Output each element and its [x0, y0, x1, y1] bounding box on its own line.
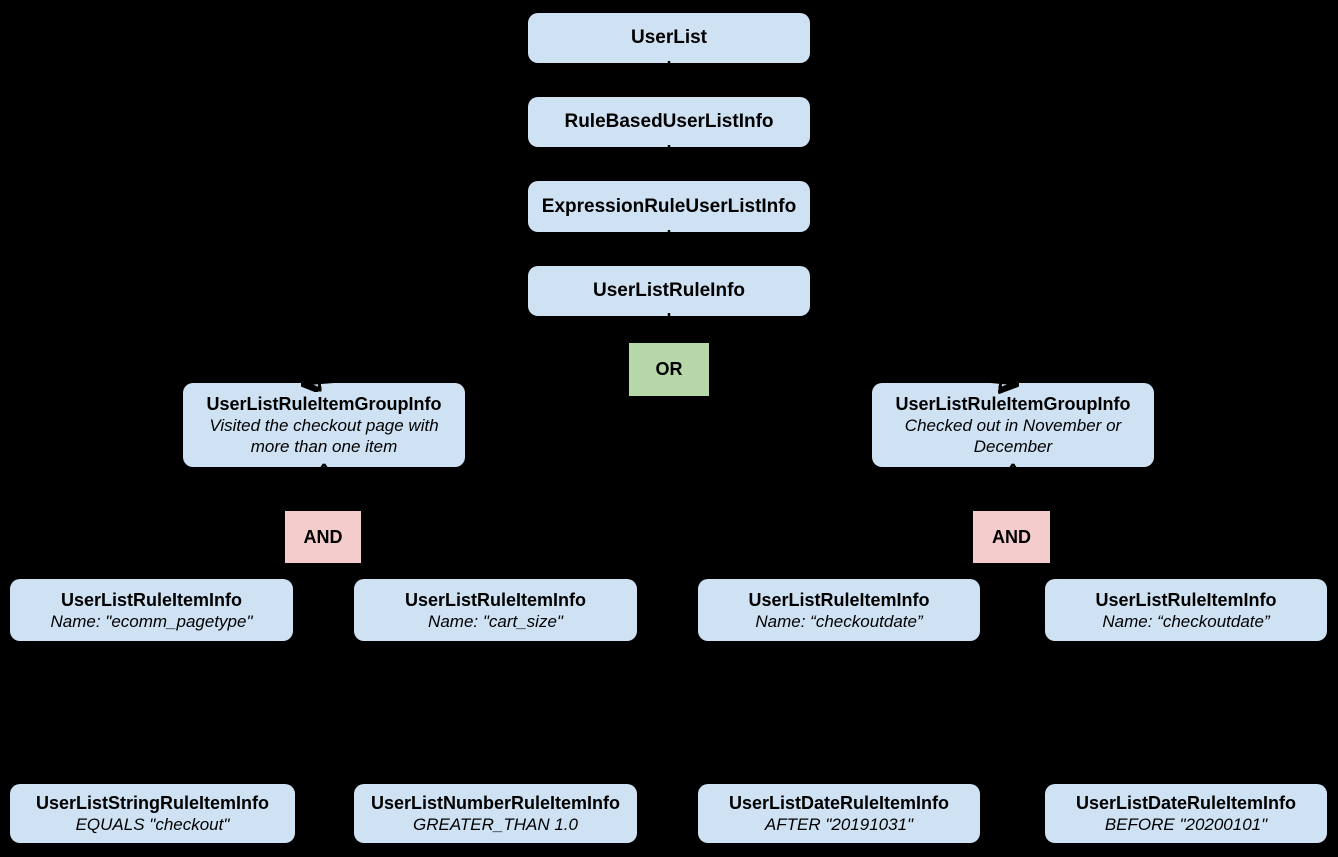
node-rulebaseduserlistinfo-label: RuleBasedUserListInfo [564, 111, 774, 132]
and-operator-left: AND [285, 511, 361, 563]
node-rule-item-cart-size: UserListRuleItemInfo Name: "cart_size" [354, 579, 637, 641]
node-rule-item-group-left-label: UserListRuleItemGroupInfo [206, 394, 442, 414]
node-rule-item-checkoutdate-left-label: UserListRuleItemInfo [748, 589, 930, 610]
node-userlist: UserList [528, 13, 810, 63]
node-date-rule-item-before-condition: BEFORE "20200101" [1104, 815, 1268, 834]
node-rule-item-checkoutdate-right: UserListRuleItemInfo Name: “checkoutdate… [1045, 579, 1327, 641]
node-rule-item-group-right-description: Checked out in November or December [904, 416, 1122, 456]
node-date-rule-item-before-label: UserListDateRuleItemInfo [1075, 793, 1297, 813]
node-rule-item-cart-size-name: Name: "cart_size" [428, 611, 563, 631]
node-rule-item-group-right: UserListRuleItemGroupInfo Checked out in… [872, 383, 1154, 467]
or-operator-label: OR [655, 359, 683, 379]
node-userlistruleinfo-label: UserListRuleInfo [592, 280, 746, 301]
node-date-rule-item-before: UserListDateRuleItemInfo BEFORE "2020010… [1045, 784, 1327, 843]
node-rule-item-ecomm-pagetype-label: UserListRuleItemInfo [60, 589, 243, 610]
node-rule-item-group-right-label: UserListRuleItemGroupInfo [895, 394, 1131, 414]
node-rule-item-group-left-description: Visited the checkout page with more than… [209, 416, 439, 456]
and-operator-left-label: AND [303, 526, 343, 547]
node-rule-item-checkoutdate-right-name: Name: “checkoutdate” [1102, 611, 1270, 631]
and-operator-right: AND [973, 511, 1050, 563]
node-expressionruleuserlistinfo: ExpressionRuleUserListInfo [528, 181, 810, 232]
node-userlistruleinfo: UserListRuleInfo [528, 266, 810, 316]
node-rule-item-checkoutdate-left-name: Name: “checkoutdate” [755, 611, 923, 631]
node-date-rule-item-after-label: UserListDateRuleItemInfo [728, 793, 950, 813]
node-rulebaseduserlistinfo: RuleBasedUserListInfo [528, 97, 810, 147]
node-rule-item-checkoutdate-left: UserListRuleItemInfo Name: “checkoutdate… [698, 579, 980, 641]
node-rule-item-ecomm-pagetype-name: Name: "ecomm_pagetype" [50, 611, 253, 631]
node-string-rule-item-condition: EQUALS "checkout" [75, 815, 230, 834]
node-rule-item-checkoutdate-right-label: UserListRuleItemInfo [1095, 589, 1277, 610]
node-number-rule-item-label: UserListNumberRuleItemInfo [370, 793, 621, 813]
node-string-rule-item-label: UserListStringRuleItemInfo [35, 793, 270, 813]
node-rule-item-cart-size-label: UserListRuleItemInfo [404, 589, 587, 610]
and-operator-right-label: AND [992, 526, 1031, 547]
node-rule-item-ecomm-pagetype: UserListRuleItemInfo Name: "ecomm_pagety… [10, 579, 293, 641]
node-number-rule-item-condition: GREATER_THAN 1.0 [412, 815, 578, 834]
node-rule-item-group-left: UserListRuleItemGroupInfo Visited the ch… [183, 383, 465, 467]
node-string-rule-item: UserListStringRuleItemInfo EQUALS "check… [10, 784, 295, 843]
node-userlist-label: UserList [630, 27, 708, 48]
or-operator: OR [629, 343, 709, 396]
node-number-rule-item: UserListNumberRuleItemInfo GREATER_THAN … [354, 784, 637, 843]
node-date-rule-item-after-condition: AFTER "20191031" [764, 815, 914, 834]
node-expressionruleuserlistinfo-label: ExpressionRuleUserListInfo [541, 195, 797, 217]
node-date-rule-item-after: UserListDateRuleItemInfo AFTER "20191031… [698, 784, 980, 843]
